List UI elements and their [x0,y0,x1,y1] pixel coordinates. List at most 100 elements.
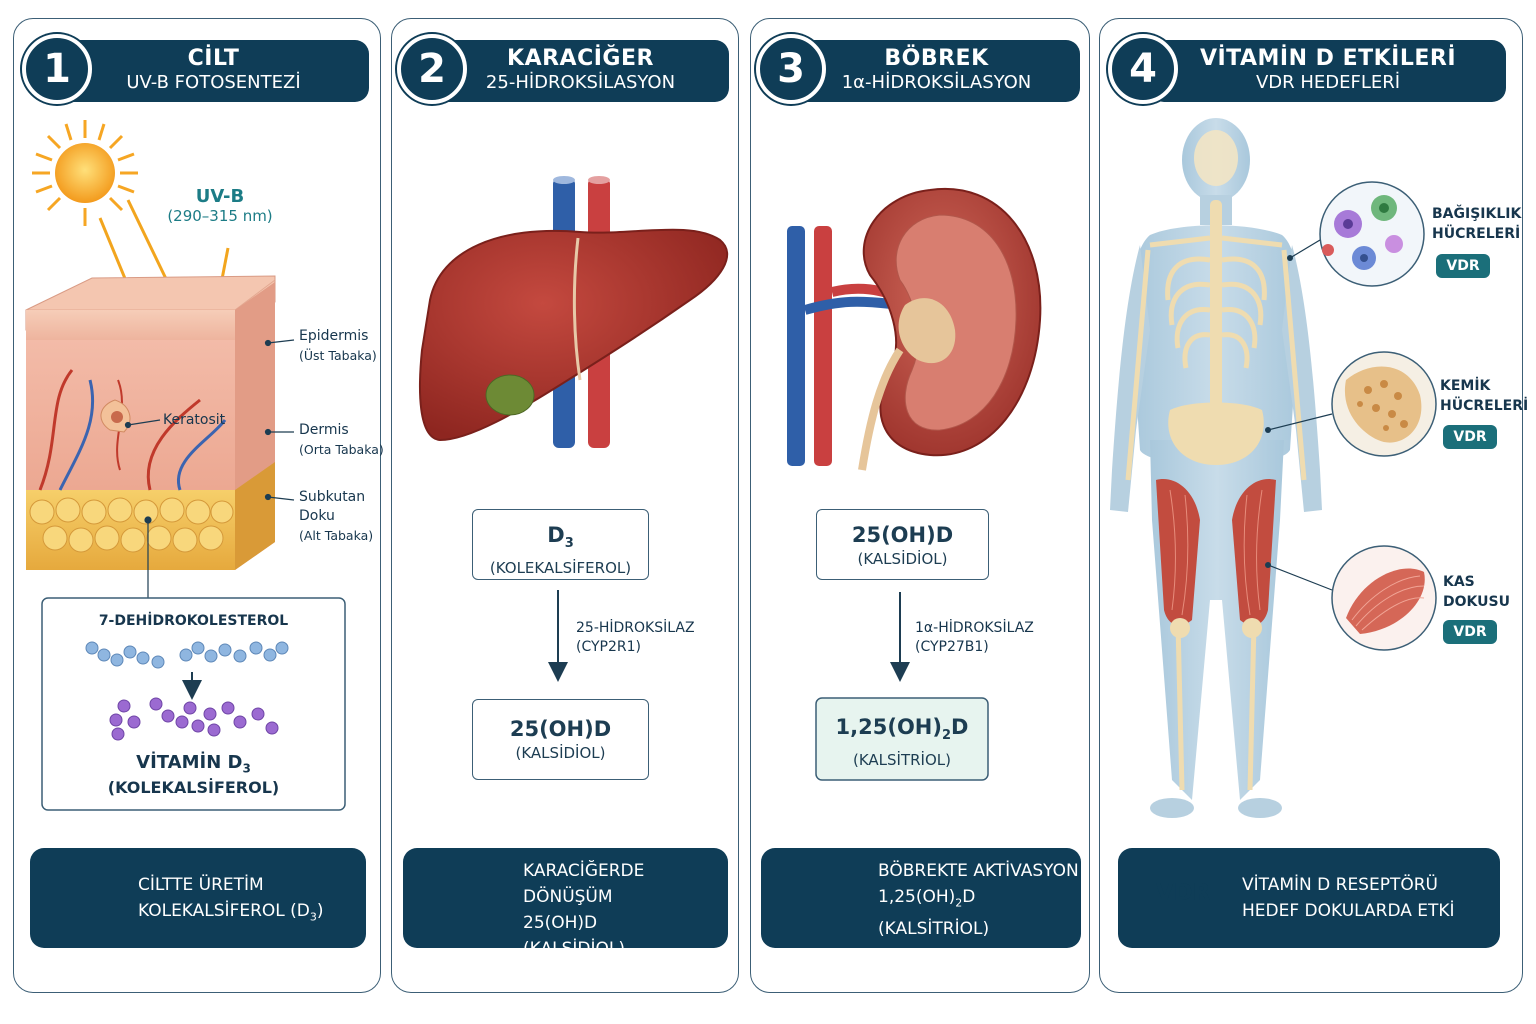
25ohd-alt: (KALSİDİOL) [515,744,606,762]
step-number-1: 1 [22,34,92,104]
25ohd-input-main: 25(OH)D [851,523,954,547]
d3-alt: (KOLEKALSİFEROL) [489,559,632,578]
step-number-2: 2 [397,34,467,104]
immune-cells-icon [1319,181,1425,287]
subkutan-label-2: Doku [299,508,335,524]
footer-line2: HEDEF DOKULARDA ETKİ [1242,901,1455,921]
footer-line1: BÖBREKTE AKTİVASYON [878,861,1079,881]
box-calcitriol: 1,25(OH)2D (KALSİTRİOL) [816,698,988,780]
layer-label-subkutan: Subkutan Doku (Alt Tabaka) [299,488,373,545]
footer-suffix: ) [316,901,324,921]
footer-kidney: BÖBREKTE AKTİVASYON 1,25(OH)2D (KALSİTRİ… [761,848,1081,948]
footer-text: VİTAMİN D RESEPTÖRÜ HEDEF DOKULARDA ETKİ [1242,872,1455,924]
footer-text: CİLTTE ÜRETİM KOLEKALSİFEROL (D3) [138,872,324,930]
muscle-tissue-icon [1331,545,1437,651]
dermis-label: Dermis [299,422,349,438]
box-highlight [815,697,989,781]
uvb-label: UV-B [195,186,245,207]
vdr-badge-muscle: VDR [1443,620,1497,644]
step-number-3: 3 [756,34,826,104]
skin-cross-section [25,275,276,570]
header-liver: KARACİĞER 25-HİDROKSİLASYON [432,40,729,102]
layer-label-epidermis: Epidermis (Üst Tabaka) [299,327,377,365]
footer-liver: KARACİĞERDE DÖNÜŞÜM 25(OH)D (KALSİDİOL) [403,848,728,959]
target-line2: HÜCRELERİ [1440,398,1529,414]
footer-sub: 2 [955,896,963,910]
header-subtitle: UV-B FOTOSENTEZİ [126,72,301,93]
header-title: KARACİĞER [507,46,654,71]
d3-main: D [547,523,565,547]
target-muscle-label: KAS DOKUSU [1443,572,1510,612]
header-title: CİLT [187,46,240,71]
footer-line1: CİLTTE ÜRETİM [138,875,264,895]
footer-vdr-badge: VDR [1155,880,1211,906]
footer-line2: 1,25(OH) [878,887,956,907]
enzyme-gene: (CYP27B1) [915,639,989,655]
kidney-illustration [787,187,1042,471]
calcitriol-sub: 2 [941,728,952,744]
kolekalsiferol-label: (KOLEKALSİFEROL) [107,778,280,797]
footer-text: KARACİĞERDE DÖNÜŞÜM 25(OH)D (KALSİDİOL) [523,858,728,962]
human-body-illustration [1110,118,1322,818]
enzyme-name: 1α-HİDROKSİLAZ [915,620,1034,636]
box-25ohd-input: 25(OH)D (KALSİDİOL) [816,509,989,580]
header-subtitle: 1α-HİDROKSİLASYON [841,72,1032,93]
footer-line3: (KALSİDİOL) [523,939,625,959]
bone-cells-icon [1331,351,1437,457]
enzyme-1a-hydroxylase: 1α-HİDROKSİLAZ (CYP27B1) [915,619,1034,657]
sun-icon [32,120,138,226]
target-line1: BAĞIŞIKLIK [1432,206,1522,222]
target-line2: DOKUSU [1443,594,1510,610]
footer-line2: 25(OH)D [523,913,598,933]
header-skin: CİLT UV-B FOTOSENTEZİ [58,40,369,102]
footer-sub: 3 [309,910,317,924]
d3-sub: 3 [564,536,574,552]
header-effects: VİTAMİN D ETKİLERİ VDR HEDEFLERİ [1150,40,1506,102]
header-title: VİTAMİN D ETKİLERİ [1199,46,1457,71]
enzyme-gene: (CYP2R1) [576,639,641,655]
footer-skin: CİLTTE ÜRETİM KOLEKALSİFEROL (D3) [30,848,366,948]
uvb-range: (290–315 nm) [167,207,273,225]
molecule-vitamin-d3 [109,697,279,741]
dermis-sub: (Orta Tabaka) [299,442,384,457]
layer-label-dermis: Dermis (Orta Tabaka) [299,421,384,459]
25ohd-main: 25(OH)D [509,717,612,741]
footer-line3: (KALSİTRİOL) [878,919,990,940]
step-number-4: 4 [1108,34,1178,104]
target-line1: KAS [1443,574,1475,590]
footer-suffix: D [962,887,976,907]
calcitriol-suffix: D [951,715,969,739]
epidermis-sub: (Üst Tabaka) [299,348,377,363]
box-25ohd: 25(OH)D (KALSİDİOL) [472,699,649,780]
target-immune-label: BAĞIŞIKLIK HÜCRELERİ [1432,204,1521,244]
keratosit-label: Keratosit [163,412,226,428]
vitamin-d3-prefix: VİTAMİN D [136,752,243,773]
footer-text: BÖBREKTE AKTİVASYON 1,25(OH)2D (KALSİTRİ… [878,858,1079,942]
epidermis-label: Epidermis [299,328,369,344]
enzyme-25-hydroxylase: 25-HİDROKSİLAZ (CYP2R1) [576,619,695,657]
header-subtitle: VDR HEDEFLERİ [1255,72,1401,93]
calcitriol-main: 1,25(OH) [835,715,942,739]
header-kidney: BÖBREK 1α-HİDROKSİLASYON [793,40,1080,102]
footer-line1: VİTAMİN D RESEPTÖRÜ [1242,875,1438,895]
footer-line2: KOLEKALSİFEROL (D [138,901,310,921]
vitamin-d3-label: VİTAMİN D3 [42,752,345,780]
molecule-7dhc [85,641,289,669]
subkutan-label: Subkutan [299,489,366,505]
target-line2: HÜCRELERİ [1432,226,1521,242]
subkutan-sub: (Alt Tabaka) [299,528,374,543]
header-title: BÖBREK [884,46,989,71]
header-subtitle: 25-HİDROKSİLASYON [485,72,676,93]
footer-effects: VDR VİTAMİN D RESEPTÖRÜ HEDEF DOKULARDA … [1118,848,1500,948]
vdr-badge-bone: VDR [1443,425,1497,449]
25ohd-input-alt: (KALSİDİOL) [857,550,948,568]
target-line1: KEMİK [1440,378,1491,394]
vitamin-d3-sub: 3 [242,761,251,776]
enzyme-name: 25-HİDROKSİLAZ [576,620,695,636]
panel-kidney [750,18,1090,993]
calcitriol-alt: (KALSİTRİOL) [852,751,951,770]
liver-illustration [418,176,729,448]
box-d3: D3 (KOLEKALSİFEROL) [472,509,649,580]
footer-line1: KARACİĞERDE DÖNÜŞÜM [523,861,645,907]
target-bone-label: KEMİK HÜCRELERİ [1440,376,1528,416]
